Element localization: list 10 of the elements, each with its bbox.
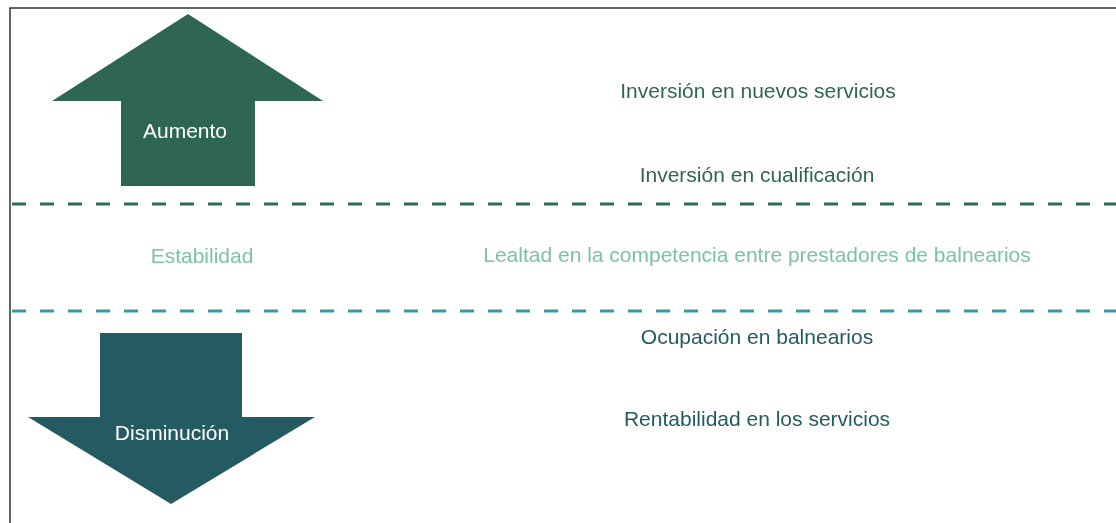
factor-text: Inversión en nuevos servicios	[620, 79, 896, 103]
arrow-label: Aumento	[142, 119, 228, 143]
factor-text: Rentabilidad en los servicios	[623, 407, 891, 431]
factor-text: Ocupación en balnearios	[640, 325, 874, 349]
factor-text: Estabilidad	[150, 244, 254, 268]
arrow-label: Disminución	[114, 421, 230, 445]
down-arrow	[28, 333, 316, 505]
factor-text: Lealtad en la competencia entre prestadores de balnearios	[483, 243, 1031, 267]
factor-text: Inversión en cualificación	[639, 163, 875, 187]
up-arrow	[52, 14, 324, 187]
